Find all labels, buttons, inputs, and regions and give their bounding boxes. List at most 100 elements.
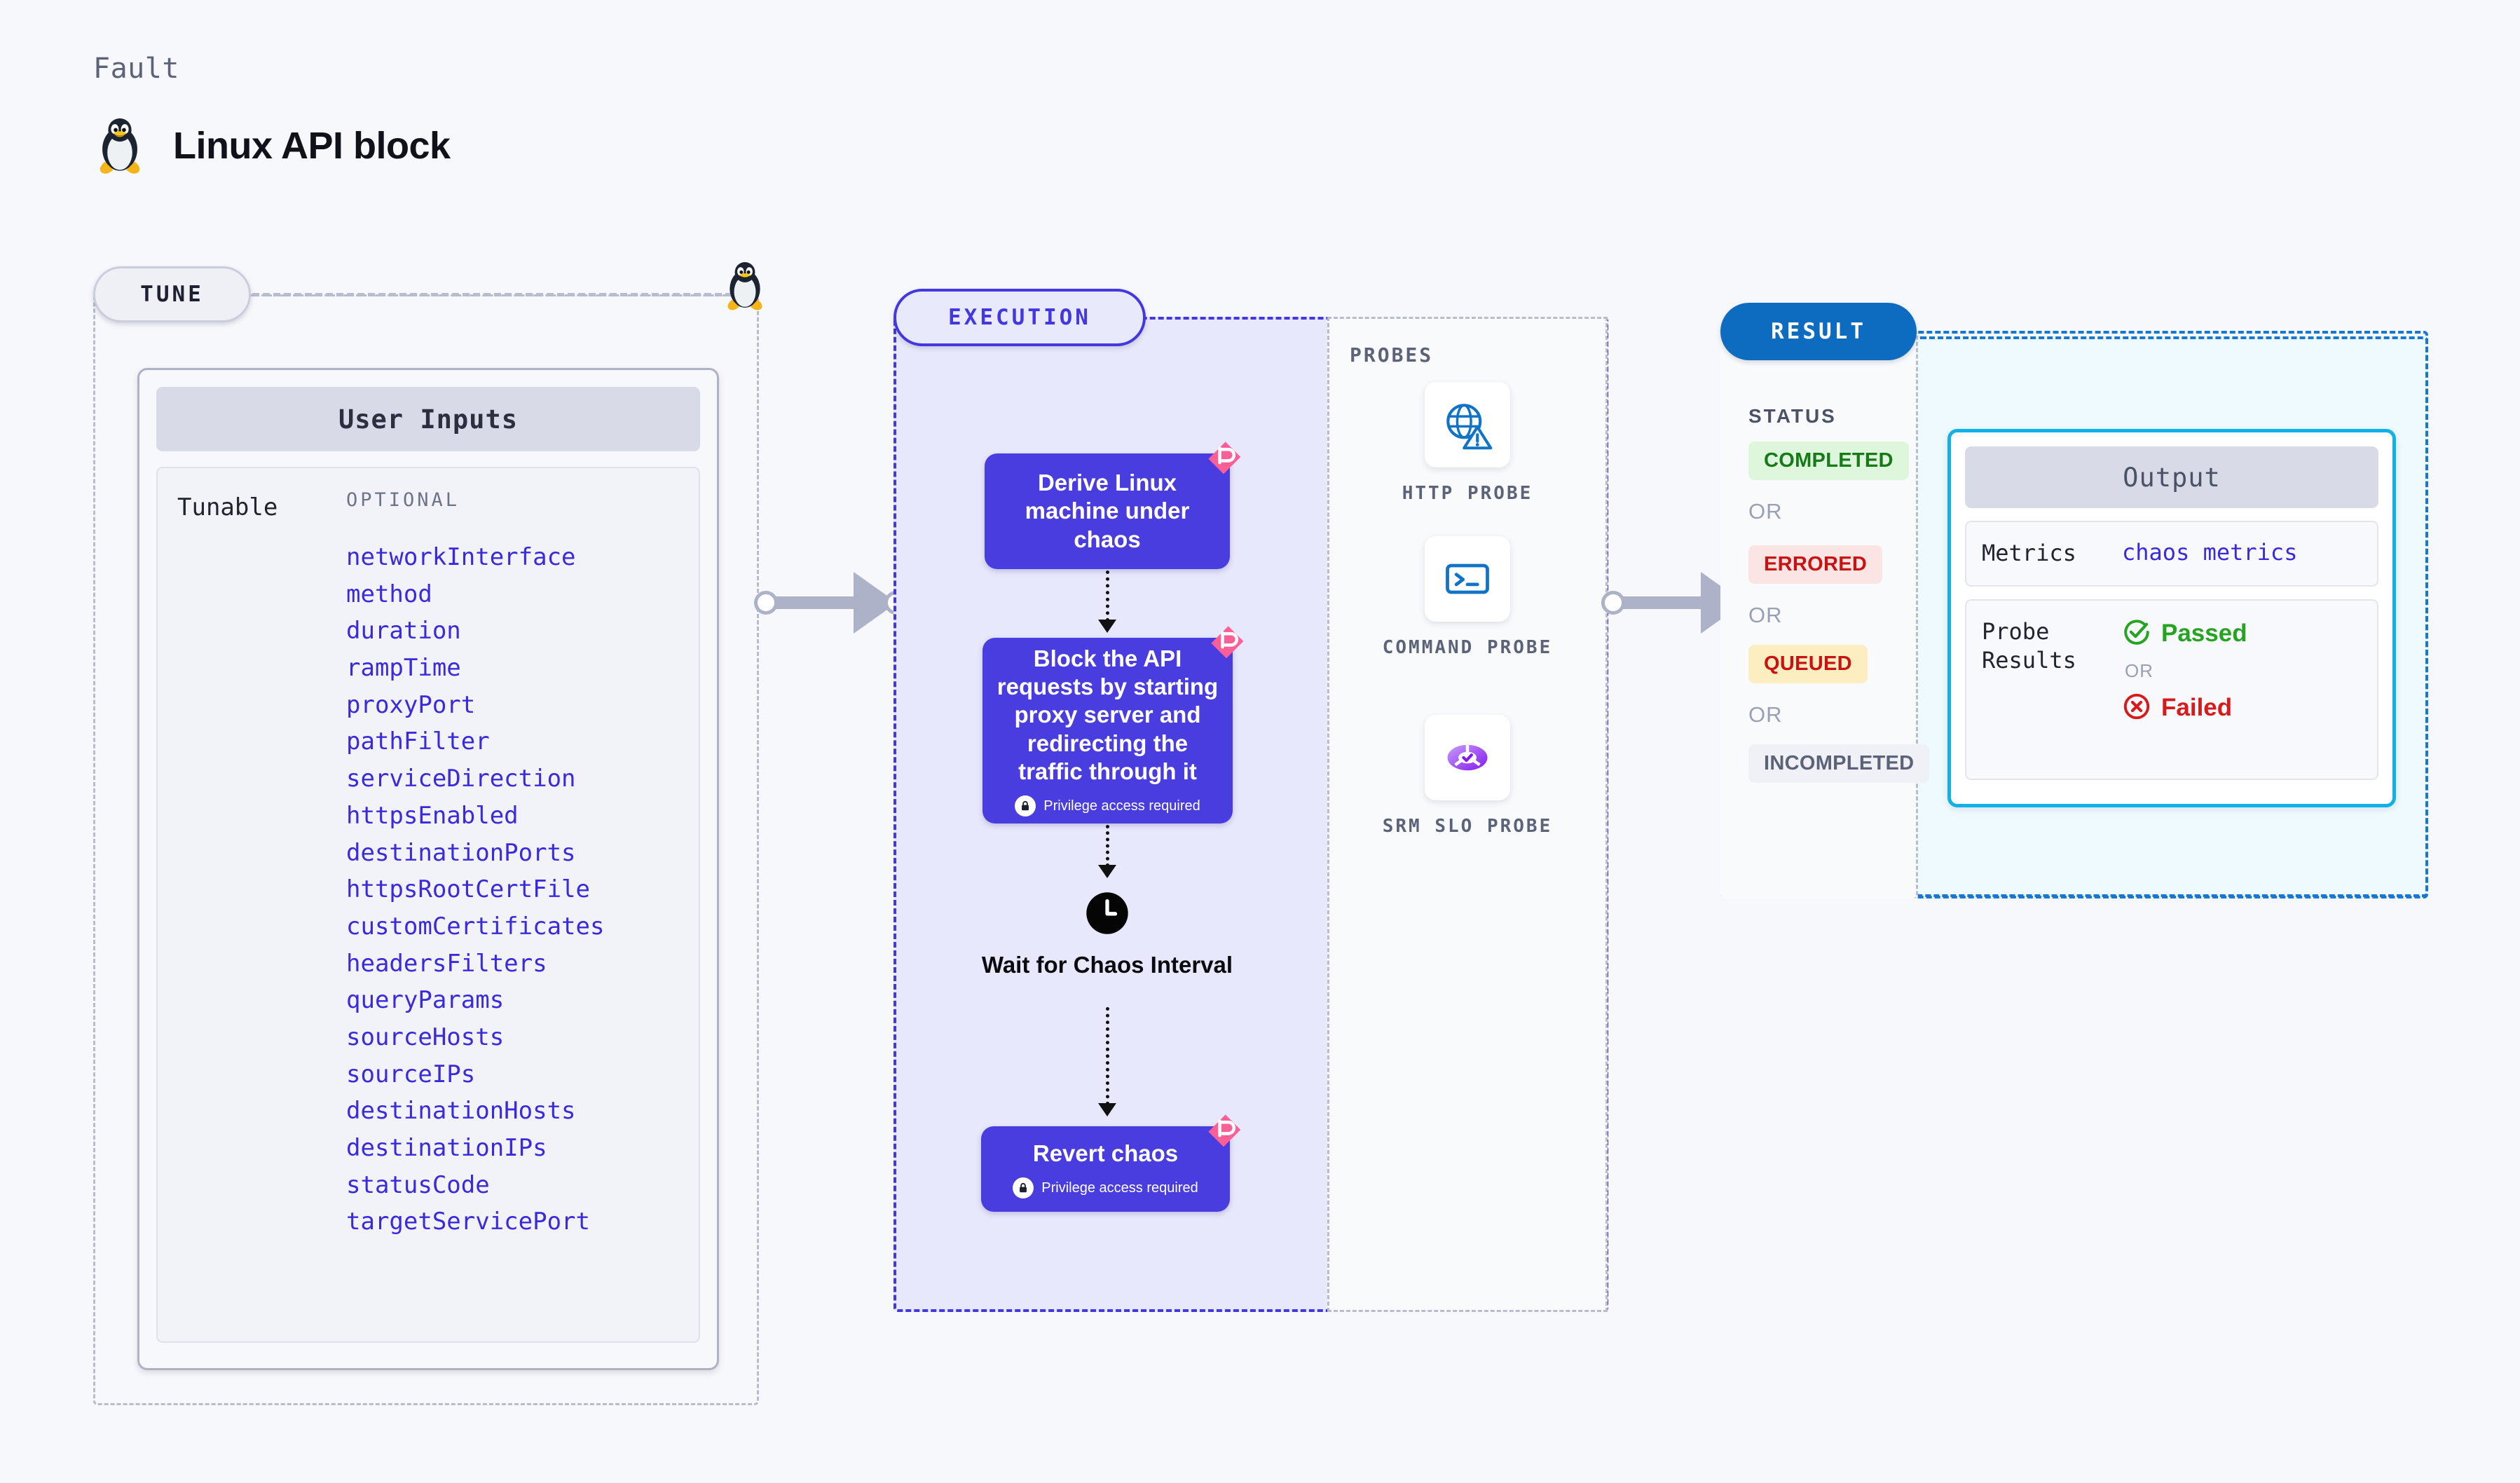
probe-command-label: COMMAND PROBE xyxy=(1382,637,1553,658)
probe-result-failed: Failed xyxy=(2122,692,2247,725)
probe-result-passed-label: Passed xyxy=(2161,620,2247,648)
tunable-param[interactable]: networkInterface xyxy=(346,543,576,571)
retry-flag-icon xyxy=(1205,1111,1242,1152)
page-title-row: Linux API block xyxy=(93,116,451,176)
tunable-param[interactable]: targetServicePort xyxy=(346,1208,590,1236)
tunable-param[interactable]: queryParams xyxy=(346,986,505,1015)
status-or-1: OR xyxy=(1748,499,1783,524)
execution-wait-label: Wait for Chaos Interval xyxy=(981,952,1233,978)
output-card-header: Output xyxy=(1965,446,2378,508)
probe-http-label: HTTP PROBE xyxy=(1402,483,1533,504)
tunable-param[interactable]: destinationHosts xyxy=(346,1097,576,1126)
tunable-param[interactable]: serviceDirection xyxy=(346,765,576,793)
tunable-param[interactable]: customCertificates xyxy=(346,912,605,941)
status-or-2: OR xyxy=(1748,603,1783,627)
output-metrics-key: Metrics xyxy=(1982,540,2076,566)
privilege-note-revert-text: Privilege access required xyxy=(1041,1180,1198,1196)
tux-penguin-icon xyxy=(93,116,146,176)
probe-result-failed-label: Failed xyxy=(2161,694,2233,722)
tunable-param[interactable]: headersFilters xyxy=(346,949,547,978)
lock-icon xyxy=(1013,1177,1034,1199)
tunable-param[interactable]: destinationPorts xyxy=(346,838,576,867)
status-badge-errored: ERRORED xyxy=(1748,545,1883,584)
output-probe-results-values: Passed OR Failed xyxy=(2122,617,2247,725)
result-pill[interactable]: RESULT xyxy=(1720,303,1917,360)
user-inputs-body: Tunable OPTIONAL networkInterface method d… xyxy=(156,467,700,1343)
probe-srm-slo[interactable]: SRM SLO PROBE xyxy=(1327,715,1608,839)
privilege-note-revert: Privilege access required xyxy=(1013,1177,1198,1199)
globe-warning-icon xyxy=(1425,382,1510,467)
tunable-param[interactable]: pathFilter xyxy=(346,727,490,756)
execution-step-derive[interactable]: Derive Linux machine under chaos xyxy=(985,442,1241,569)
flow-arrow-2-line xyxy=(1106,825,1109,867)
tunable-param[interactable]: proxyPort xyxy=(346,690,476,719)
probe-result-or: OR xyxy=(2125,660,2153,681)
tunable-param-list: networkInterface method duration rampTime pr… xyxy=(346,539,693,1241)
fault-kicker: Fault xyxy=(93,53,179,85)
execution-step-block-api-text: Block the API requests by starting proxy… xyxy=(997,645,1219,784)
execution-flow: Derive Linux machine under chaos Block t… xyxy=(893,317,1328,1312)
execution-pill[interactable]: EXECUTION xyxy=(893,289,1146,346)
flow-arrow-1-head xyxy=(1098,620,1116,633)
privilege-note-block-api-text: Privilege access required xyxy=(1043,798,1200,814)
lock-icon xyxy=(1015,795,1036,817)
execution-step-revert[interactable]: Revert chaos Privilege access required xyxy=(981,1114,1241,1212)
output-metrics-row: Metrics chaos metrics xyxy=(1965,521,2378,587)
flow-arrow-2-head xyxy=(1098,865,1116,878)
execution-wait-node: Wait for Chaos Interval xyxy=(981,890,1233,979)
flow-arrow-3-head xyxy=(1098,1103,1116,1116)
tunable-param[interactable]: method xyxy=(346,580,432,608)
retry-flag-icon xyxy=(1207,622,1245,664)
status-badge-completed: COMPLETED xyxy=(1748,442,1909,480)
tunable-param[interactable]: sourceIPs xyxy=(346,1060,476,1088)
optional-label: OPTIONAL xyxy=(346,489,460,511)
flow-arrow-1-line xyxy=(1106,570,1109,622)
tune-pill[interactable]: TUNE xyxy=(93,266,251,322)
probe-command[interactable]: COMMAND PROBE xyxy=(1327,536,1608,660)
result-status-divider xyxy=(1720,331,1918,898)
user-inputs-header: User Inputs xyxy=(156,387,700,451)
tunable-label: Tunable xyxy=(177,493,278,521)
connector-line xyxy=(765,596,877,609)
retry-flag-icon xyxy=(1205,438,1242,479)
tunable-param[interactable]: sourceHosts xyxy=(346,1023,505,1051)
tunable-param[interactable]: duration xyxy=(346,617,461,645)
user-inputs-card: User Inputs Tunable OPTIONAL networkInte… xyxy=(137,368,719,1370)
probes-subsection-container xyxy=(1327,317,1608,1312)
connector-dot-start xyxy=(754,591,778,615)
connector-line xyxy=(1612,596,1725,609)
probe-http[interactable]: HTTP PROBE xyxy=(1327,382,1608,506)
flow-arrow-3-line xyxy=(1106,1007,1109,1105)
connector-dot-start xyxy=(1601,591,1625,615)
page-title: Linux API block xyxy=(173,125,451,167)
tux-penguin-marker-icon xyxy=(722,259,768,316)
tunable-param[interactable]: httpsRootCertFile xyxy=(346,875,590,904)
privilege-note-block-api: Privilege access required xyxy=(1015,795,1200,817)
tunable-param[interactable]: statusCode xyxy=(346,1170,490,1199)
probe-result-passed: Passed xyxy=(2122,617,2247,650)
execution-step-revert-text: Revert chaos xyxy=(1032,1140,1179,1166)
x-circle-icon xyxy=(2122,692,2151,725)
status-or-3: OR xyxy=(1748,702,1783,727)
tunable-param[interactable]: destinationIPs xyxy=(346,1134,547,1162)
execution-step-block-api[interactable]: Block the API requests by starting proxy… xyxy=(982,626,1244,823)
tunable-param[interactable]: httpsEnabled xyxy=(346,801,519,830)
connector-tune-to-execution xyxy=(754,566,908,639)
execution-step-derive-text: Derive Linux machine under chaos xyxy=(1025,470,1190,552)
tunable-param[interactable]: rampTime xyxy=(346,654,461,683)
clock-icon xyxy=(1084,890,1130,940)
output-metrics-value[interactable]: chaos metrics xyxy=(2122,539,2298,566)
optional-params-group: OPTIONAL networkInterface method duration r… xyxy=(346,489,693,1334)
terminal-icon xyxy=(1425,536,1510,622)
tune-section-container xyxy=(93,294,759,1405)
slo-donut-check-icon xyxy=(1425,715,1510,800)
probes-title: PROBES xyxy=(1350,343,1434,367)
probe-srm-slo-label: SRM SLO PROBE xyxy=(1382,816,1553,837)
status-badge-incompleted: INCOMPLETED xyxy=(1748,744,1930,783)
status-badge-queued: QUEUED xyxy=(1748,645,1868,683)
check-circle-icon xyxy=(2122,617,2151,650)
